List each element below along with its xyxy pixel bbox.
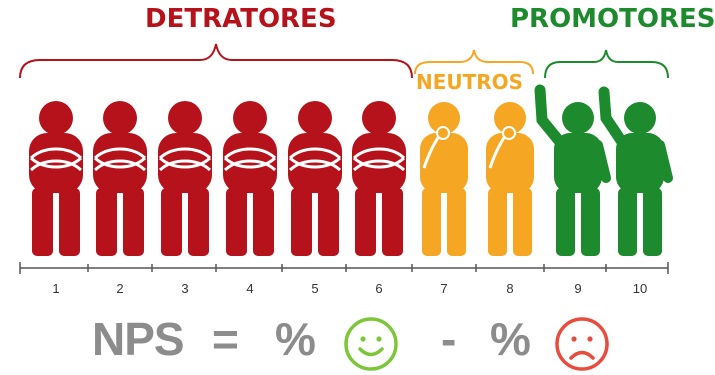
- promoters-label: PROMOTORES: [510, 4, 715, 34]
- detractor-figure-3: [158, 101, 212, 256]
- tick-label: 8: [506, 281, 514, 296]
- promoters-brace: [544, 49, 669, 79]
- smiley-face-icon: [344, 317, 398, 371]
- tick-label: 9: [574, 281, 582, 296]
- detractor-figure-6: [352, 101, 406, 256]
- neutrals-label: NEUTROS: [416, 70, 524, 94]
- promoter-figure-10: [598, 86, 673, 256]
- tick-label: 5: [311, 281, 319, 296]
- formula-percent-detractors: %: [490, 313, 531, 365]
- tick-label: 10: [632, 281, 648, 296]
- formula-minus: -: [441, 313, 457, 365]
- formula-equals: =: [212, 313, 239, 365]
- neutral-figure-8: [486, 102, 534, 256]
- detractor-figure-2: [93, 101, 147, 256]
- formula-nps: NPS: [92, 313, 185, 365]
- detractor-figure-1: [29, 101, 83, 256]
- tick-label: 1: [52, 281, 60, 296]
- tick-label: 4: [246, 281, 254, 296]
- detractors-label: DETRATORES: [145, 4, 337, 34]
- detractor-figure-4: [223, 101, 277, 256]
- score-axis: [19, 262, 669, 274]
- promoter-figure-9: [534, 84, 611, 256]
- neutrals-brace: [414, 49, 534, 75]
- neutral-figure-7: [420, 102, 468, 256]
- sad-face-icon: [555, 317, 609, 371]
- detractors-brace: [19, 43, 413, 79]
- tick-label: 7: [440, 281, 448, 296]
- detractor-figure-5: [288, 101, 342, 256]
- tick-label: 2: [116, 281, 124, 296]
- tick-label: 3: [181, 281, 189, 296]
- tick-label: 6: [375, 281, 383, 296]
- formula-percent-promoters: %: [275, 313, 316, 365]
